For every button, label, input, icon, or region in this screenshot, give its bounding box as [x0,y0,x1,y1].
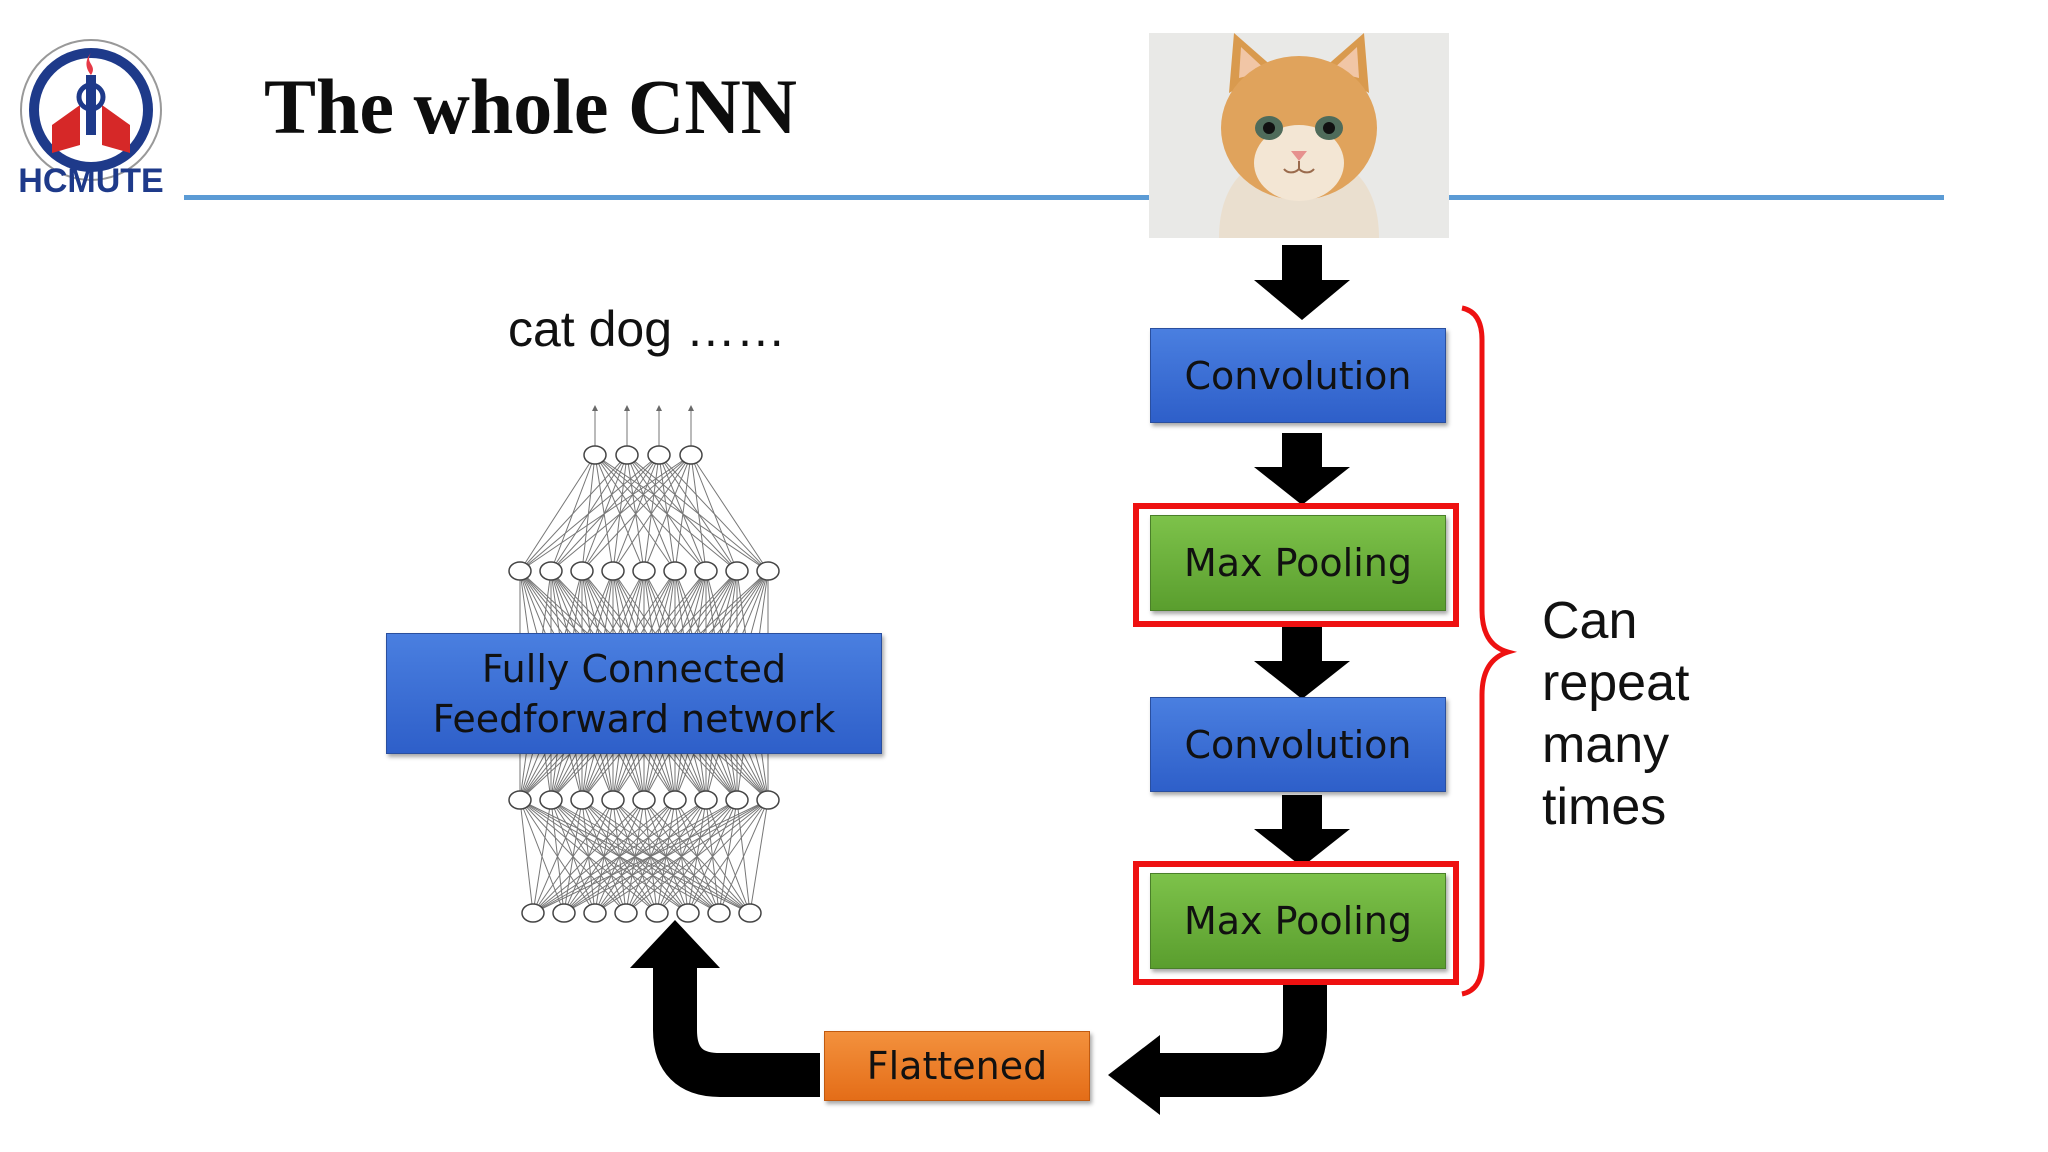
convolution-label: Convolution [1184,353,1412,398]
down-arrow-icon [1254,433,1350,505]
flattened-label: Flattened [866,1044,1048,1088]
neuron-node [645,903,669,923]
max-pooling-label: Max Pooling [1183,541,1413,585]
repeat-note-line: repeat [1542,654,1690,712]
neuron-node [521,903,545,923]
convolution-label: Convolution [1184,722,1412,767]
neuron-node [539,561,563,581]
max-pooling-box: Max Pooling [1150,515,1446,611]
fully-connected-box: Fully Connected Feedforward network [386,633,882,754]
neuron-node [601,790,625,810]
flattened-box: Flattened [824,1031,1090,1101]
repeat-note-line: times [1542,778,1667,836]
convolution-box: Convolution [1150,697,1446,792]
logo-text: HCMUTE [18,162,164,200]
brace-icon [1461,305,1518,997]
neuron-node [694,790,718,810]
neuron-node [615,445,639,465]
down-arrow-icon [1254,627,1350,699]
neuron-node [508,561,532,581]
neuron-node [601,561,625,581]
neuron-node [679,445,703,465]
curved-arrow-icon [1108,985,1327,1115]
repeat-note: Can repeat many times [1542,590,1689,838]
neuron-node [756,561,780,581]
title-divider [184,195,1944,200]
output-class-labels: cat dog …… [508,301,786,357]
neuron-node [647,445,671,465]
neuron-node [583,445,607,465]
down-arrow-icon [1254,245,1350,320]
neuron-node [539,790,563,810]
neural-network-nodes [508,445,780,923]
down-arrow-icon [1254,795,1350,867]
neuron-node [614,903,638,923]
neuron-node [725,790,749,810]
neuron-node [707,903,731,923]
neuron-node [725,561,749,581]
neuron-node [663,561,687,581]
pooling-highlight-frame [1133,503,1459,627]
cat-photo-icon [1149,33,1449,238]
curved-arrow-icon [630,920,820,1097]
slide-title: The whole CNN [264,63,798,150]
fc-line2: Feedforward network [432,696,836,741]
neuron-node [583,903,607,923]
neuron-node [632,790,656,810]
max-pooling-box: Max Pooling [1150,873,1446,969]
neuron-node [552,903,576,923]
neuron-node [570,561,594,581]
repeat-note-line: Can [1542,592,1638,650]
hcmute-logo-icon [20,39,162,181]
neuron-node [738,903,762,923]
neuron-node [632,561,656,581]
neuron-node [508,790,532,810]
pooling-highlight-frame [1133,861,1459,985]
max-pooling-label: Max Pooling [1183,899,1413,943]
neuron-node [756,790,780,810]
convolution-box: Convolution [1150,328,1446,423]
repeat-note-line: many [1542,716,1670,774]
neuron-node [694,561,718,581]
neuron-node [570,790,594,810]
fc-line1: Fully Connected [481,646,787,691]
neuron-node [663,790,687,810]
neuron-node [676,903,700,923]
